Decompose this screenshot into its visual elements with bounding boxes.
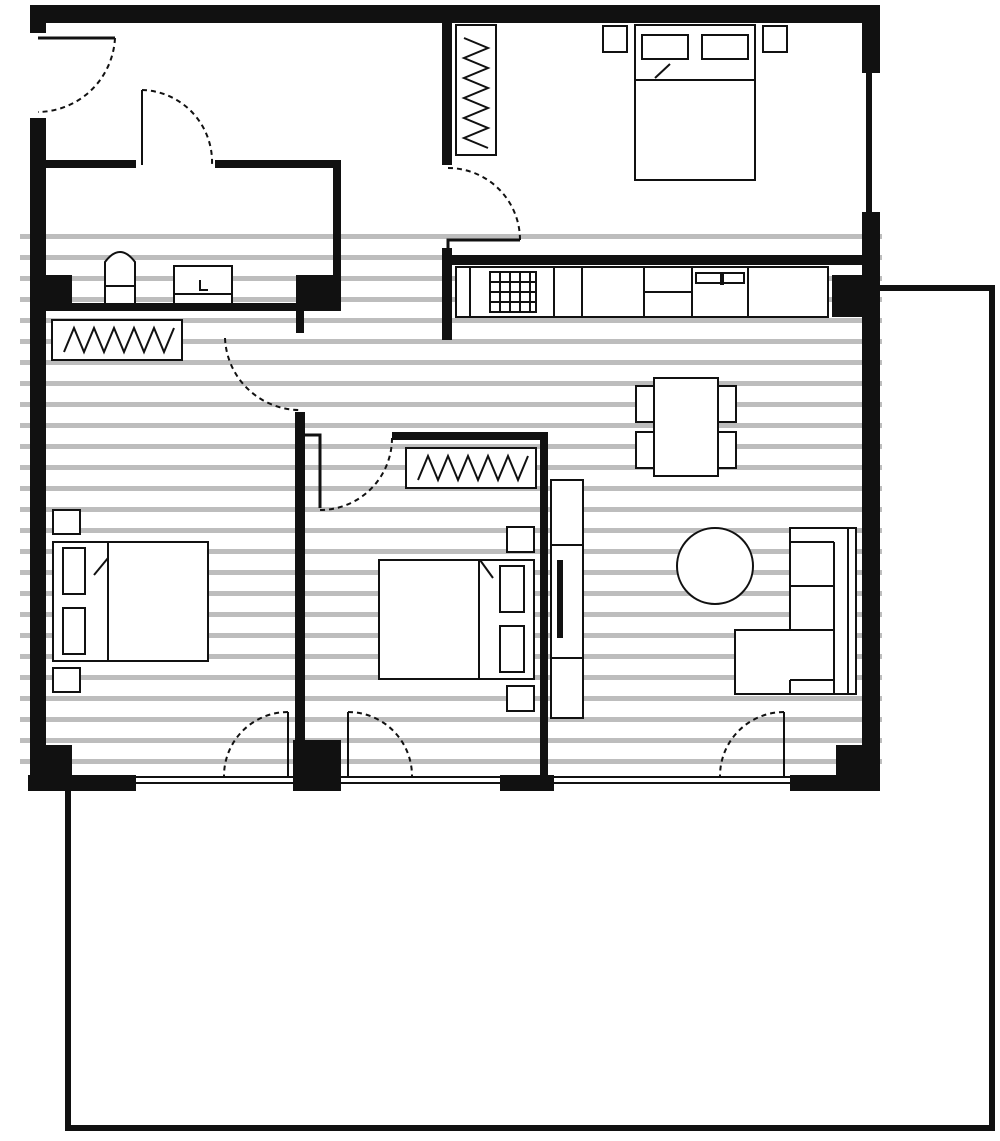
wardrobe-top-bedroom <box>455 24 497 156</box>
dining-table <box>635 377 737 477</box>
coffee-table <box>676 527 754 605</box>
sofa <box>734 527 857 695</box>
hatch-stripe <box>20 759 882 764</box>
hatch-stripe <box>20 360 882 365</box>
hatch-stripe <box>20 507 882 512</box>
hatch-stripe <box>20 402 882 407</box>
hatch-stripe <box>20 528 882 533</box>
hatch-stripe <box>20 339 882 344</box>
door-swings <box>37 37 785 777</box>
washbasin <box>173 265 233 305</box>
bed-west-bedroom <box>52 509 209 693</box>
wardrobe-hall <box>51 319 183 361</box>
toilet <box>104 251 136 305</box>
bathroom-fixtures <box>104 251 233 305</box>
wardrobe-middle-bedroom <box>405 447 537 489</box>
hatch-stripe <box>20 717 882 722</box>
dish-rack <box>489 271 537 313</box>
kitchen-counter <box>455 266 829 318</box>
balcony-outline <box>65 285 995 1131</box>
hatch-stripe <box>20 549 882 554</box>
hatch-stripe <box>20 696 882 701</box>
hatch-stripe <box>20 423 882 428</box>
tv-unit <box>550 479 584 719</box>
bed-top-bedroom <box>602 24 788 181</box>
bed-middle-bedroom <box>378 526 535 712</box>
hatch-stripe <box>20 381 882 386</box>
south-windows <box>136 776 790 784</box>
hatch-stripe <box>20 234 882 239</box>
exterior-walls <box>28 5 880 791</box>
hatch-stripe <box>20 738 882 743</box>
interior-walls <box>38 5 872 777</box>
hatch-stripe <box>20 444 882 449</box>
